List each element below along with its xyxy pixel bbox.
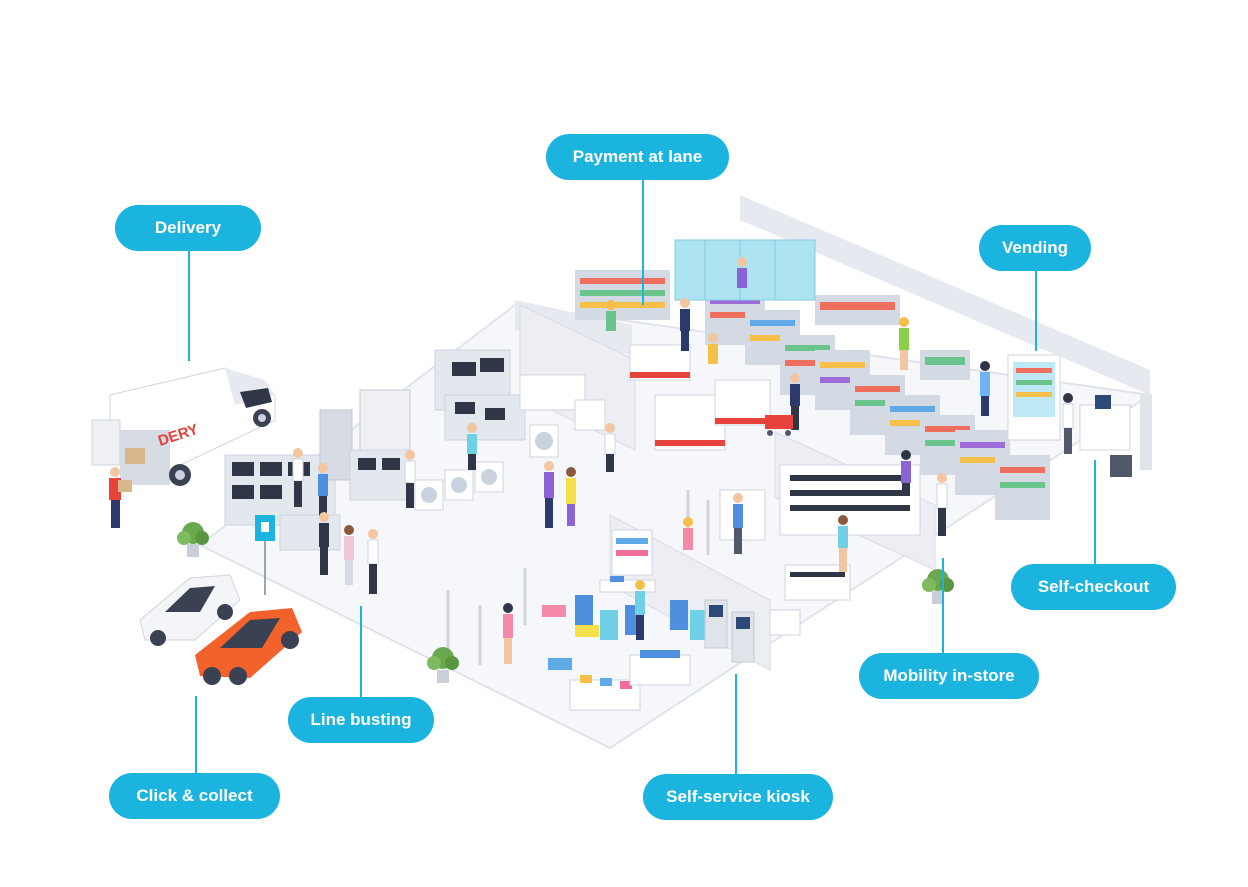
white-car (139, 574, 241, 646)
leader-self-checkout (1094, 460, 1096, 564)
right-wall (1140, 395, 1152, 470)
checkout-counters (629, 344, 771, 451)
self-service-kiosks (704, 599, 755, 663)
leader-line-busting (360, 606, 362, 697)
leader-self-service-kiosk (735, 674, 737, 774)
electronics-display (719, 464, 921, 636)
leader-vending (1035, 271, 1037, 351)
leader-mobility-in-store (942, 558, 944, 654)
apparel-section (542, 529, 708, 711)
orange-car (195, 608, 302, 685)
back-wall-right (740, 195, 1150, 395)
grocery-shelves (575, 270, 1050, 520)
callout-click-and-collect: Click & collect (109, 773, 280, 819)
appliances-section (224, 349, 606, 551)
potted-plants (177, 522, 954, 683)
back-wall-left (515, 300, 632, 355)
callout-delivery: Delivery (115, 205, 261, 251)
shopping-cart (765, 415, 793, 436)
callout-line-busting: Line busting (288, 697, 434, 743)
leader-payment-at-lane (642, 180, 644, 305)
callout-self-service-kiosk: Self-service kiosk (643, 774, 833, 820)
leader-click-and-collect (195, 696, 197, 773)
store-sign (255, 515, 275, 595)
callout-mobility-in-store: Mobility in-store (859, 653, 1039, 699)
vending-machine (1007, 354, 1061, 441)
callout-vending: Vending (979, 225, 1091, 271)
people (292, 257, 1074, 664)
self-checkout-station (1079, 395, 1132, 477)
delivery-worker (109, 467, 132, 528)
callout-payment-at-lane: Payment at lane (546, 134, 729, 180)
callout-self-checkout: Self-checkout (1011, 564, 1176, 610)
leader-delivery (188, 251, 190, 361)
delivery-van (91, 367, 276, 486)
